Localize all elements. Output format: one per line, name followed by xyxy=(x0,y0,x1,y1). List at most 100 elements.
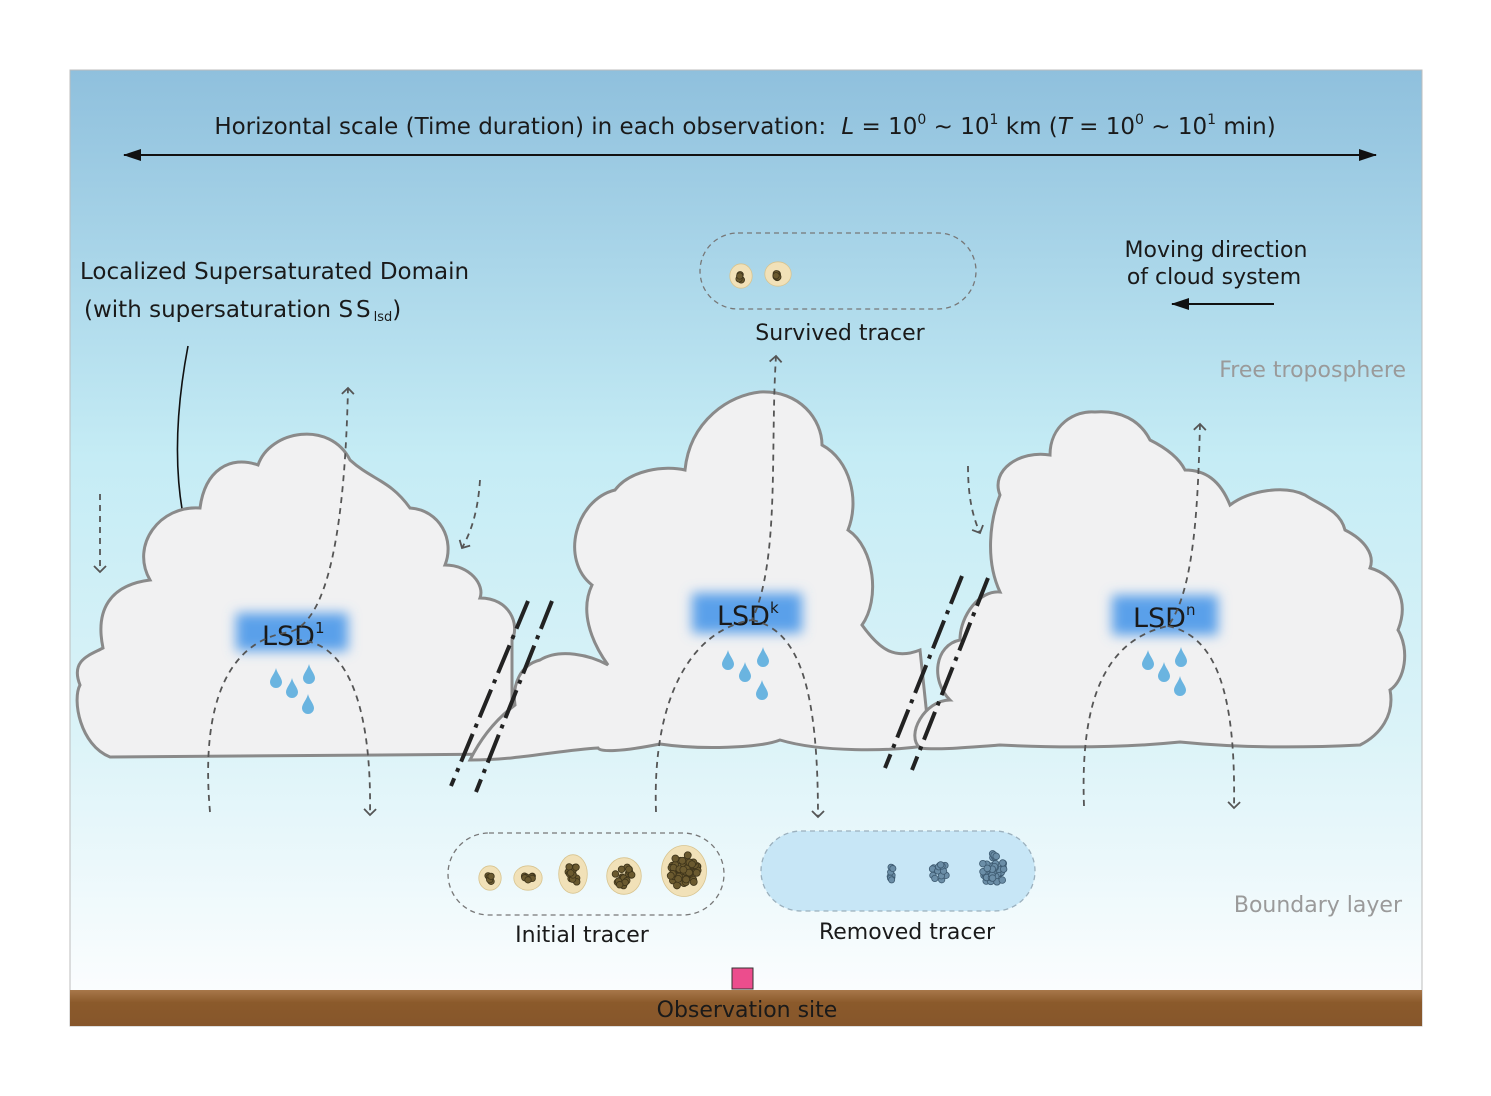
subsidence-k xyxy=(967,465,984,535)
scale-T: T xyxy=(1058,114,1074,140)
scale-eq2: = 10 xyxy=(1072,114,1135,140)
flow-arrows xyxy=(93,354,1241,819)
scale-sup1a: 1 xyxy=(990,112,999,128)
tracer-particle xyxy=(888,876,896,884)
droplet-icon xyxy=(1174,676,1186,696)
tracer-particle xyxy=(673,881,681,890)
tracer-particle xyxy=(678,856,687,865)
lsd-k-base: LSD xyxy=(717,601,770,632)
droplet-icon xyxy=(1142,650,1154,670)
scale-sup1b: 1 xyxy=(1207,112,1216,128)
tracer-particle xyxy=(674,874,683,883)
droplet-icon xyxy=(1175,647,1187,667)
lsd-domain-sub-prefix: (with supersaturation xyxy=(84,297,338,323)
droplet-icon xyxy=(739,662,751,682)
droplet-icon xyxy=(722,650,734,670)
lsd-n-base: LSD xyxy=(1133,603,1186,634)
subsidence-1b xyxy=(458,479,481,550)
lsd-glow-k xyxy=(692,593,802,633)
droplet-icon xyxy=(757,647,769,667)
scale-sup0a: 0 xyxy=(917,112,926,128)
boundary-layer-label: Boundary layer xyxy=(1234,893,1403,918)
droplet-groups xyxy=(270,647,1187,714)
droplet-icon xyxy=(303,664,315,684)
droplet-icon xyxy=(270,668,282,688)
moving-direction-line2: of cloud system xyxy=(1127,265,1301,290)
tracer-particle xyxy=(998,876,1006,884)
scale-eq1: = 10 xyxy=(854,114,917,140)
lsd-label-k: LSDk xyxy=(717,599,779,632)
droplet-icon xyxy=(756,680,768,700)
tracer-particle xyxy=(889,865,897,873)
droplet-icon xyxy=(302,694,314,714)
break-mark-1 xyxy=(449,600,554,793)
cloud-1 xyxy=(75,432,517,759)
tracer-particle xyxy=(979,859,987,868)
lsd-k-sup: k xyxy=(770,599,779,617)
tracer-particle xyxy=(999,865,1008,873)
downdraft-k xyxy=(751,619,825,819)
lsd-domain-ss-sub: lsd xyxy=(374,310,393,325)
scale-L: L xyxy=(841,114,854,140)
tracer-particle xyxy=(625,865,633,874)
tracer-particle xyxy=(689,878,698,886)
initial-tracer-label: Initial tracer xyxy=(515,923,650,948)
tracer-particle xyxy=(682,875,691,884)
lsd-glow-n xyxy=(1112,595,1218,635)
observation-site-label: Observation site xyxy=(657,998,838,1023)
tracer-particle xyxy=(983,864,991,873)
initial-tracer-box xyxy=(447,832,725,916)
removed-tracer-box xyxy=(760,830,1036,912)
lsd-1-sup: 1 xyxy=(315,619,325,637)
tracer-particle xyxy=(567,869,575,877)
tracer-particle xyxy=(679,865,688,874)
downdraft-1 xyxy=(295,639,377,817)
removed-tracer-label: Removed tracer xyxy=(819,920,996,945)
break-mark-2 xyxy=(883,575,990,771)
scale-prefix: Horizontal scale (Time duration) in each… xyxy=(214,114,826,140)
tracer-particle xyxy=(998,859,1007,867)
tracer-particle xyxy=(611,870,620,878)
scale-tilde1: ~ 10 xyxy=(926,114,989,140)
cloud-3 xyxy=(913,410,1407,751)
tracer-particle xyxy=(572,863,580,871)
scale-km: km ( xyxy=(998,114,1057,140)
survived-tracer-box xyxy=(699,232,977,310)
observation-site-marker xyxy=(731,967,754,990)
tracer-particle xyxy=(565,863,573,871)
lsd-n-sup: n xyxy=(1186,601,1196,619)
cloud-2 xyxy=(467,390,932,762)
tracer-particle xyxy=(988,874,997,882)
tracer-particle xyxy=(524,876,532,884)
lsd-domain-title: Localized Supersaturated Domain xyxy=(80,259,469,285)
ground xyxy=(70,990,1422,1026)
tracer-particle xyxy=(736,272,744,280)
updraft-1 xyxy=(207,386,355,813)
tracer-particle xyxy=(617,865,626,874)
tracer-particle xyxy=(992,852,1000,861)
tracer-particle xyxy=(487,872,495,880)
downdraft-n xyxy=(1167,625,1241,810)
tracer-particle xyxy=(688,860,696,869)
scale-sup0b: 0 xyxy=(1135,112,1144,128)
droplet-icon xyxy=(286,678,298,698)
lsd-domain-subtitle: (with supersaturation SSlsd) xyxy=(84,297,401,325)
tracer-particle xyxy=(772,272,780,280)
lsd-domain-sub-suffix: ) xyxy=(392,297,401,323)
free-troposphere-label: Free troposphere xyxy=(1219,358,1406,383)
initial-tracer-particles xyxy=(478,845,707,897)
tracer-particle xyxy=(671,854,680,863)
tracer-particle xyxy=(937,861,945,869)
scale-tilde2: ~ 10 xyxy=(1144,114,1207,140)
survived-tracer-particles xyxy=(729,261,792,289)
tracer-particle xyxy=(683,851,692,860)
lsd-domain-ss: SS xyxy=(338,297,373,323)
droplet-icon xyxy=(1158,662,1170,682)
removed-tracer-particles xyxy=(886,850,1008,886)
tracer-particle xyxy=(931,874,939,883)
scale-title: Horizontal scale (Time duration) in each… xyxy=(214,112,1275,140)
moving-direction-line1: Moving direction xyxy=(1125,238,1308,263)
tracer-particle xyxy=(615,881,624,889)
lsd-label-n: LSDn xyxy=(1133,601,1196,634)
